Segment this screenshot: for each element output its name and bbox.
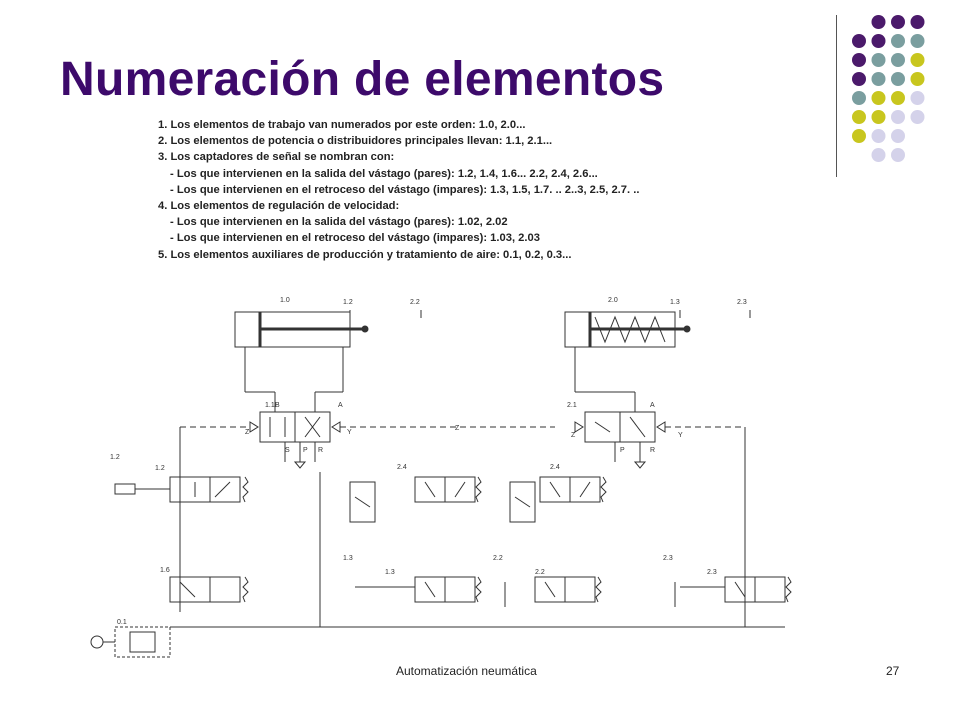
decorative-dot — [871, 34, 886, 48]
valve-2-4-left — [349, 476, 482, 523]
divider-line — [836, 15, 837, 177]
decorative-dot — [891, 129, 905, 143]
valve-1-1 — [244, 357, 344, 469]
slide-title: Numeración de elementos — [60, 53, 665, 106]
valve-1-6 — [169, 576, 249, 603]
decorative-dot — [871, 91, 886, 105]
rule-line: 2. Los elementos de potencia o distribui… — [158, 135, 553, 148]
label-R2: R — [650, 447, 655, 454]
decorative-dot — [871, 53, 886, 67]
label-v12-left: 1.2 — [110, 454, 120, 461]
rule-line: - Los que intervienen en el retroceso de… — [170, 183, 640, 196]
label-v11: 1.1 — [265, 402, 275, 409]
rule-line: 4. Los elementos de regulación de veloci… — [158, 200, 400, 213]
decorative-dot — [871, 15, 886, 29]
service-unit-0-1 — [90, 626, 171, 658]
decorative-dot — [871, 148, 886, 162]
decorative-dot — [891, 148, 905, 162]
decorative-dot — [910, 110, 925, 124]
decorative-dot — [891, 91, 905, 105]
rule-line: 1. Los elementos de trabajo van numerado… — [158, 119, 526, 131]
label-v13-left: 1.3 — [343, 555, 353, 562]
rule-line: - Los que intervienen en la salida del v… — [170, 167, 598, 180]
decorative-dot — [852, 72, 866, 86]
label-cyl1-sensor: 1.2 — [343, 299, 353, 306]
decorative-dot-grid — [852, 15, 925, 162]
valve-2-2 — [504, 576, 602, 607]
decorative-dot — [910, 53, 925, 67]
label-Y2: Y — [678, 432, 683, 439]
label-A2: A — [650, 402, 655, 409]
label-B: B — [275, 402, 280, 409]
page-number: 27 — [886, 664, 900, 678]
valve-2-1 — [574, 357, 666, 469]
numbering-rules-list: 1. Los elementos de trabajo van numerado… — [158, 117, 798, 263]
cylinder-2-0 — [564, 311, 691, 357]
label-Z1: Z — [245, 429, 250, 436]
label-P2: P — [620, 447, 625, 454]
label-S: S — [285, 447, 290, 454]
rule-line: 5. Los elementos auxiliares de producció… — [158, 248, 572, 261]
label-cyl1-sensor2: 2.2 — [410, 299, 420, 306]
decorative-dot — [891, 110, 905, 124]
decorative-dot — [871, 129, 886, 143]
label-v16: 1.6 — [160, 567, 170, 574]
decorative-dot — [871, 72, 886, 86]
label-v23-left: 2.3 — [663, 555, 673, 562]
valve-1-3 — [355, 576, 482, 603]
label-v22: 2.2 — [535, 569, 545, 576]
decorative-dot — [891, 53, 905, 67]
label-v01: 0.1 — [117, 619, 127, 626]
label-R1: R — [318, 447, 323, 454]
decorative-dot — [910, 72, 925, 86]
decorative-dot — [910, 15, 925, 29]
valve-2-3 — [674, 576, 792, 607]
decorative-dot — [852, 110, 866, 124]
label-v13: 1.3 — [385, 569, 395, 576]
footer: Automatización neumática 27 — [0, 664, 960, 684]
cylinder-1-0 — [234, 311, 369, 357]
decorative-dot — [871, 110, 886, 124]
label-v23: 2.3 — [707, 569, 717, 576]
decorative-dot — [852, 129, 866, 143]
rule-line: - Los que intervienen en la salida del v… — [170, 216, 508, 229]
decorative-dot — [910, 91, 925, 105]
pneumatic-circuit-diagram: 1.0 1.2 2.2 2.0 1.3 2.3 1.1 B A Z Y S P … — [90, 297, 792, 658]
rule-line: - Los que intervienen en el retroceso de… — [170, 232, 540, 245]
decorative-dot — [852, 34, 866, 48]
rule-line: 3. Los captadores de señal se nombran co… — [158, 151, 395, 164]
decorative-dot — [891, 15, 905, 29]
label-cyl2: 2.0 — [608, 297, 618, 304]
label-v21: 2.1 — [567, 402, 577, 409]
label-A1: A — [338, 402, 343, 409]
valve-1-2 — [114, 476, 249, 503]
label-v22-left: 2.2 — [493, 555, 503, 562]
label-cyl2-sensor2: 2.3 — [737, 299, 747, 306]
label-Z2: Z — [455, 425, 460, 432]
label-cyl2-sensor: 1.3 — [670, 299, 680, 306]
decorative-dot — [891, 34, 905, 48]
label-cyl1: 1.0 — [280, 297, 290, 304]
label-P1: P — [303, 447, 308, 454]
label-v24a: 2.4 — [397, 464, 407, 471]
decorative-dot — [852, 53, 866, 67]
decorative-dot — [910, 34, 925, 48]
footer-title: Automatización neumática — [396, 664, 537, 678]
decorative-dot — [891, 72, 905, 86]
label-Z3: Z — [571, 432, 576, 439]
decorative-dot — [852, 91, 866, 105]
label-Y1: Y — [347, 429, 352, 436]
valve-2-4-right — [509, 476, 607, 523]
label-v12: 1.2 — [155, 465, 165, 472]
label-v24b: 2.4 — [550, 464, 560, 471]
